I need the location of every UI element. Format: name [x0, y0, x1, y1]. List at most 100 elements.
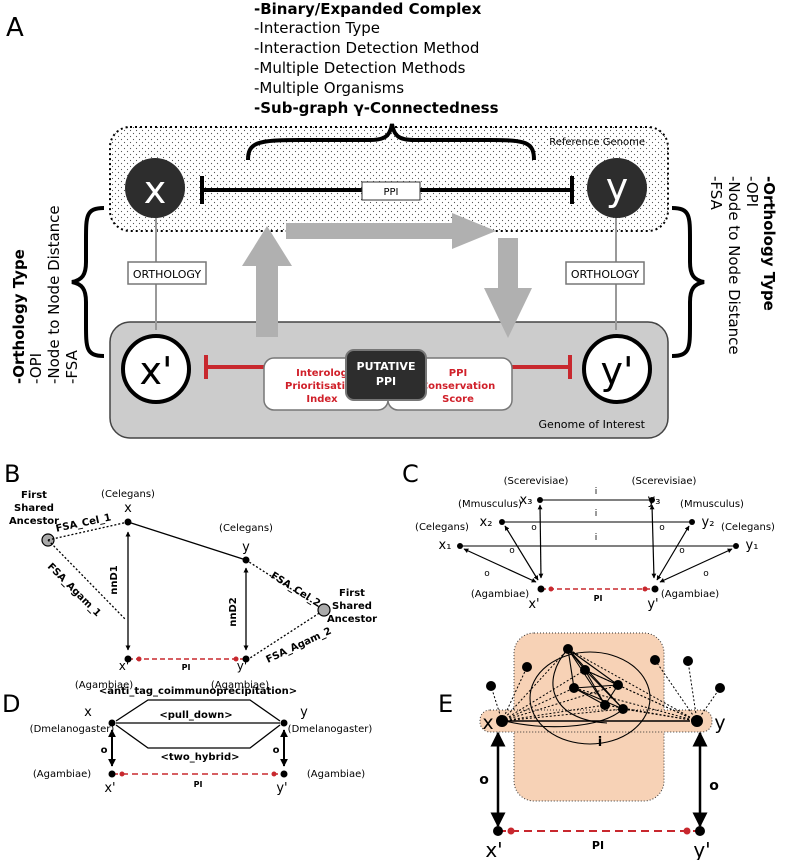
pcs-line-3: Score [442, 394, 474, 405]
panel-e: E [438, 632, 726, 860]
b-xp-label: x' [119, 659, 129, 673]
c-agam-right-label: (Agambiae) [661, 589, 719, 600]
c-i-label-3: i [595, 487, 598, 497]
cel-left-label: (Celegans) [415, 522, 469, 533]
b-yp-label: y' [237, 659, 247, 673]
d-pi-dot-right [271, 771, 277, 777]
fsa-cel-2-label: FSA_Cel_2 [269, 570, 323, 609]
first-ancestor-right-3: Ancestor [327, 614, 377, 625]
d-y-label: y [300, 705, 308, 720]
c-x3-label: x₃ [520, 493, 533, 508]
c-x2-label: x₂ [480, 515, 493, 530]
first-ancestor-right-2: Shared [332, 601, 372, 612]
d-dmel-right-label: (Dmelanogaster) [288, 724, 373, 735]
d-agam-left-label: (Agambiae) [33, 769, 91, 780]
e-node-x [496, 715, 508, 727]
node-y-prime [582, 334, 652, 404]
svg-text:-FSA: -FSA [707, 176, 725, 211]
c-o-arrow-y1 [659, 548, 733, 583]
b-xy-line [127, 521, 247, 561]
putative-line-1: PUTATIVE [357, 360, 416, 373]
e-pi-dot-right [683, 827, 691, 835]
scer-right-label: (Scerevisiae) [632, 476, 697, 487]
first-ancestor-left-1: First [21, 490, 47, 501]
anti-tag-label: <anti_tag_coimmunoprecipitation> [99, 686, 297, 697]
c-node-xp [537, 585, 545, 593]
first-ancestor-left-3: Ancestor [9, 516, 59, 527]
b-fsa-cel-1-line [47, 521, 129, 541]
e-i-label: i [598, 735, 602, 750]
first-ancestor-right-1: First [339, 588, 365, 599]
panel-d-label: D [2, 690, 20, 718]
e-x-label: x [482, 712, 493, 734]
node-x [125, 158, 185, 218]
putative-ppi-box [345, 349, 427, 401]
node-x-prime-label: x' [140, 349, 173, 393]
c-o-label-3: o [484, 569, 490, 579]
c-i-label-2: i [595, 509, 598, 519]
two-hybrid-label: <two_hybrid> [161, 752, 240, 763]
svg-text:-OPI: -OPI [27, 353, 45, 384]
criteria-list: -Binary/Expanded Complex -Interaction Ty… [254, 0, 499, 117]
b-x-label: x [124, 501, 132, 516]
d-node-y [280, 719, 288, 727]
b-node-yp [242, 655, 250, 663]
svg-text:-Orthology Type: -Orthology Type [760, 176, 778, 311]
genome-of-interest-label: Genome of Interest [539, 418, 646, 431]
orthology-type-right: -Orthology Type -OPI -Node to Node Dista… [707, 176, 778, 355]
e-node-y [691, 715, 703, 727]
orthology-box-left [127, 261, 207, 285]
e-xp-label: x' [485, 838, 502, 860]
svg-text:-Node to Node Distance: -Node to Node Distance [725, 176, 743, 355]
d-node-x [108, 719, 116, 727]
d-x-label: x [84, 705, 92, 720]
c-y2-label: y₂ [702, 515, 715, 530]
b-fsa-agam-1-line [47, 539, 127, 621]
e-nodes [486, 644, 725, 714]
node-x-prime [121, 334, 191, 404]
orthology-label-right: ORTHOLOGY [571, 268, 640, 281]
node-y-label: y [606, 165, 629, 209]
c-node-yp [651, 585, 659, 593]
svg-text:-Orthology Type: -Orthology Type [10, 249, 28, 384]
putative-line-2: PPI [376, 375, 396, 388]
svg-text:-Node to Node Distance: -Node to Node Distance [45, 205, 63, 384]
e-o-label-left: o [479, 772, 489, 788]
ipi-line-3: Index [306, 394, 338, 405]
panel-d: D <anti_tag_coimmunoprecipitation> x y <… [2, 686, 372, 796]
celegans-x-label: (Celegans) [101, 489, 155, 500]
ppi-box [361, 181, 421, 201]
panel-e-label: E [438, 690, 453, 718]
b-pi-dot-left [136, 656, 142, 662]
criterion-multiple-organisms: -Multiple Organisms [254, 79, 404, 97]
b-fsa-agam-2-line [246, 609, 325, 661]
panel-b: B First Shared Ancestor (Celegans) x (Ce… [4, 460, 377, 691]
celegans-y-label: (Celegans) [219, 523, 273, 534]
panel-c: C (Scerevisiae) (Scerevisiae) (Mmusculus… [402, 460, 775, 612]
c-x1-label: x₁ [439, 538, 452, 553]
c-o-label-4: o [659, 523, 665, 533]
d-o-label-right: o [273, 745, 280, 756]
criterion-interaction-type: -Interaction Type [254, 19, 380, 37]
d-pi-label: PI [194, 780, 203, 789]
pcs-line-2: Conservation [421, 381, 495, 392]
c-pi-dot-left [548, 586, 554, 592]
d-node-xp [108, 770, 116, 778]
d-agam-right-label: (Agambiae) [307, 769, 365, 780]
nnd2-label: nnD2 [228, 597, 239, 627]
cel-right-label: (Celegans) [721, 522, 775, 533]
d-anti-tag-edge [115, 699, 281, 722]
orthology-box-right [565, 261, 645, 285]
orthology-brace-right [671, 206, 705, 358]
e-pi-dot-left [507, 827, 515, 835]
panel-b-label: B [4, 460, 20, 488]
node-x-label: x [144, 168, 167, 212]
c-pi-dot-right [642, 586, 648, 592]
ppi-label: PPI [383, 187, 398, 198]
d-yp-label: y' [276, 781, 287, 796]
criterion-subgraph: -Sub-graph γ-Connectedness [254, 99, 499, 117]
panel-a-label: A [6, 13, 24, 43]
b-fsa-cel-2-line [245, 559, 325, 611]
criterion-multiple-methods: -Multiple Detection Methods [254, 59, 466, 77]
